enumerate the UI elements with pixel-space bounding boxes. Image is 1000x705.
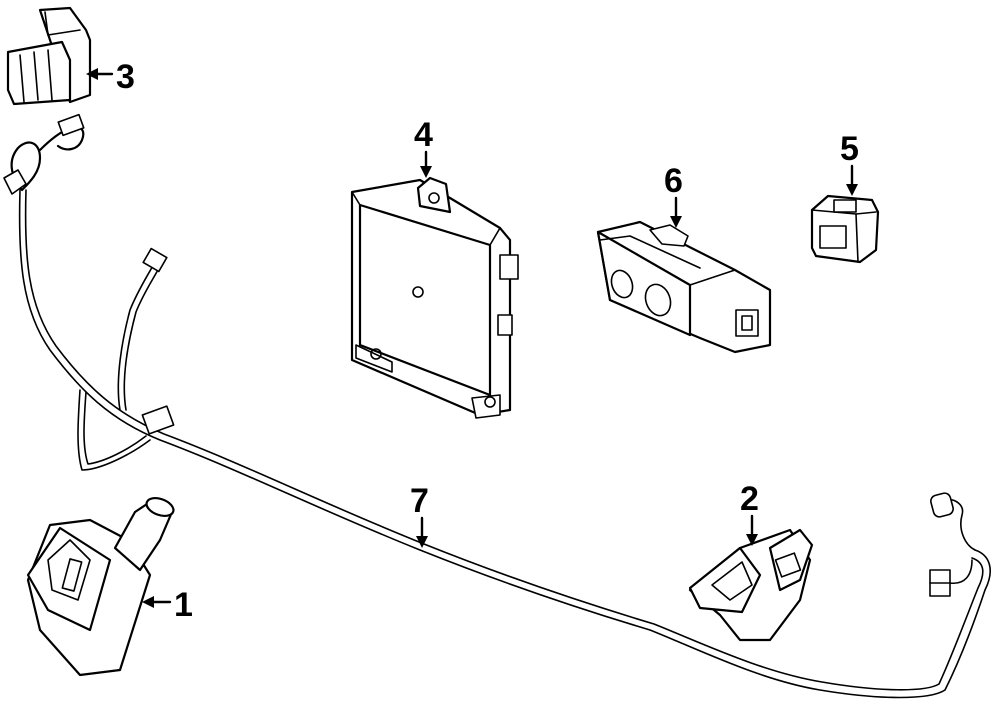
callout-label-4: 4 <box>414 116 433 154</box>
control-module-part-4 <box>350 176 519 419</box>
callout-label-5: 5 <box>840 130 859 168</box>
callout-label-3: 3 <box>116 58 135 96</box>
sensor-part-2 <box>688 528 814 642</box>
callout-label-6: 6 <box>664 162 683 200</box>
sensor-part-3 <box>6 6 92 106</box>
callout-1: 1 <box>142 586 193 624</box>
callout-2: 2 <box>740 480 759 546</box>
callout-4: 4 <box>414 116 433 178</box>
callout-label-7: 7 <box>410 482 429 520</box>
callout-7: 7 <box>410 482 429 548</box>
callout-label-2: 2 <box>740 480 759 518</box>
callout-5: 5 <box>840 130 859 196</box>
connector-part-5 <box>810 194 880 264</box>
sensor-part-1 <box>26 496 175 677</box>
switch-part-6 <box>596 220 772 354</box>
callout-6: 6 <box>664 162 683 228</box>
callout-3: 3 <box>86 58 135 96</box>
wiring-harness-part-7 <box>3 113 991 699</box>
callout-label-1: 1 <box>174 586 193 624</box>
